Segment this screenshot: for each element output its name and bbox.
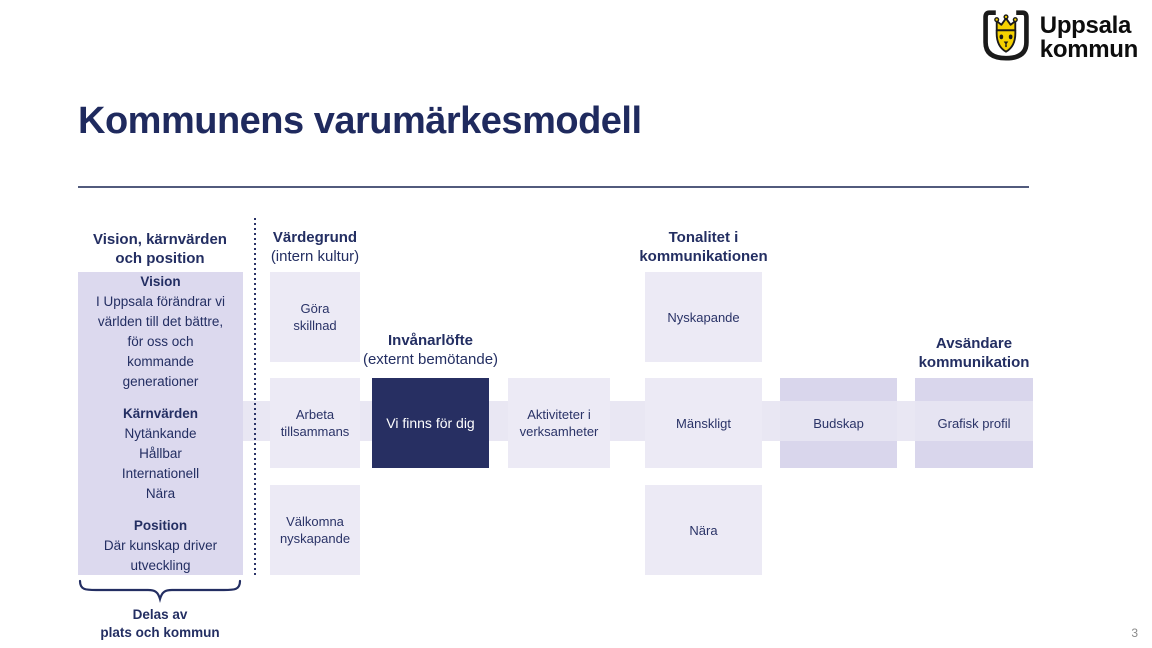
brace-caption: Delas av plats och kommun [100,607,220,640]
box-valkomna-nyskapande-label: Välkomna nyskapande [279,514,351,546]
position-text: Där kunskap driver utveckling [103,537,218,573]
box-aktiviteter-verksamheter-label: Aktiviteter i verksamheter [519,407,599,439]
heading-tonalitet: Tonalitet i kommunikationen [625,228,782,266]
title-divider [78,186,1029,188]
vision-label: Vision [140,273,181,289]
heading-vardegrund: Värdegrund (intern kultur) [250,228,380,266]
uppsala-crest-icon [980,8,1032,67]
box-nyskapande-label: Nyskapande [667,309,740,325]
logo-line2: kommun [1039,35,1139,63]
box-arbeta-tillsammans: Arbeta tillsammans [270,378,360,468]
box-vi-finns-for-dig: Vi finns för dig [372,378,489,468]
box-valkomna-nyskapande: Välkomna nyskapande [270,485,360,575]
heading-vardegrund-sub: (intern kultur) [270,248,360,265]
heading-avsandare: Avsändare kommunikation [904,334,1044,372]
heading-avsandare-text: Avsändare kommunikation [918,335,1030,371]
box-aktiviteter-verksamheter: Aktiviteter i verksamheter [508,378,610,468]
page-title: Kommunens varumärkesmodell [78,100,642,142]
logo-line1: Uppsala [1039,11,1132,39]
vision-section: Vision I Uppsala förändrar vi världen ti… [84,272,237,392]
box-budskap-label: Budskap [813,415,864,431]
box-manskligt: Mänskligt [645,378,762,468]
vision-position-box: Vision I Uppsala förändrar vi världen ti… [78,272,243,575]
box-gora-skillnad: Göra skillnad [270,272,360,362]
heading-invanarlofte: Invånarlöfte (externt bemötande) [350,331,511,369]
heading-invanarlofte-text: Invånarlöfte [387,332,474,349]
heading-vardegrund-text: Värdegrund [272,229,358,246]
box-nara: Nära [645,485,762,575]
brace-icon [78,579,242,603]
box-budskap: Budskap [780,378,897,468]
heading-tonalitet-text: Tonalitet i kommunikationen [639,229,768,265]
karnvarden-values: Nytänkande Hållbar Internationell Nära [121,425,200,501]
box-grafisk-profil: Grafisk profil [915,378,1033,468]
page-number: 3 [1131,626,1138,640]
box-nyskapande: Nyskapande [645,272,762,362]
box-nara-label: Nära [689,522,718,538]
heading-invanarlofte-sub: (externt bemötande) [362,351,499,368]
heading-vision-karnvarden-text: Vision, kärnvärden och position [93,231,227,267]
box-grafisk-profil-label: Grafisk profil [937,415,1011,431]
box-vi-finns-for-dig-label: Vi finns för dig [386,414,475,431]
vision-text: I Uppsala förändrar vi världen till det … [95,293,226,389]
position-section: Position Där kunskap driver utveckling [84,516,237,576]
dotted-separator-line [254,218,256,575]
karnvarden-section: Kärnvärden Nytänkande Hållbar Internatio… [84,404,237,504]
box-manskligt-label: Mänskligt [676,415,731,431]
heading-vision-karnvarden: Vision, kärnvärden och position [70,230,250,268]
box-gora-skillnad-label: Göra skillnad [293,301,337,333]
karnvarden-label: Kärnvärden [122,405,199,421]
position-label: Position [133,517,188,533]
box-arbeta-tillsammans-label: Arbeta tillsammans [280,407,350,439]
